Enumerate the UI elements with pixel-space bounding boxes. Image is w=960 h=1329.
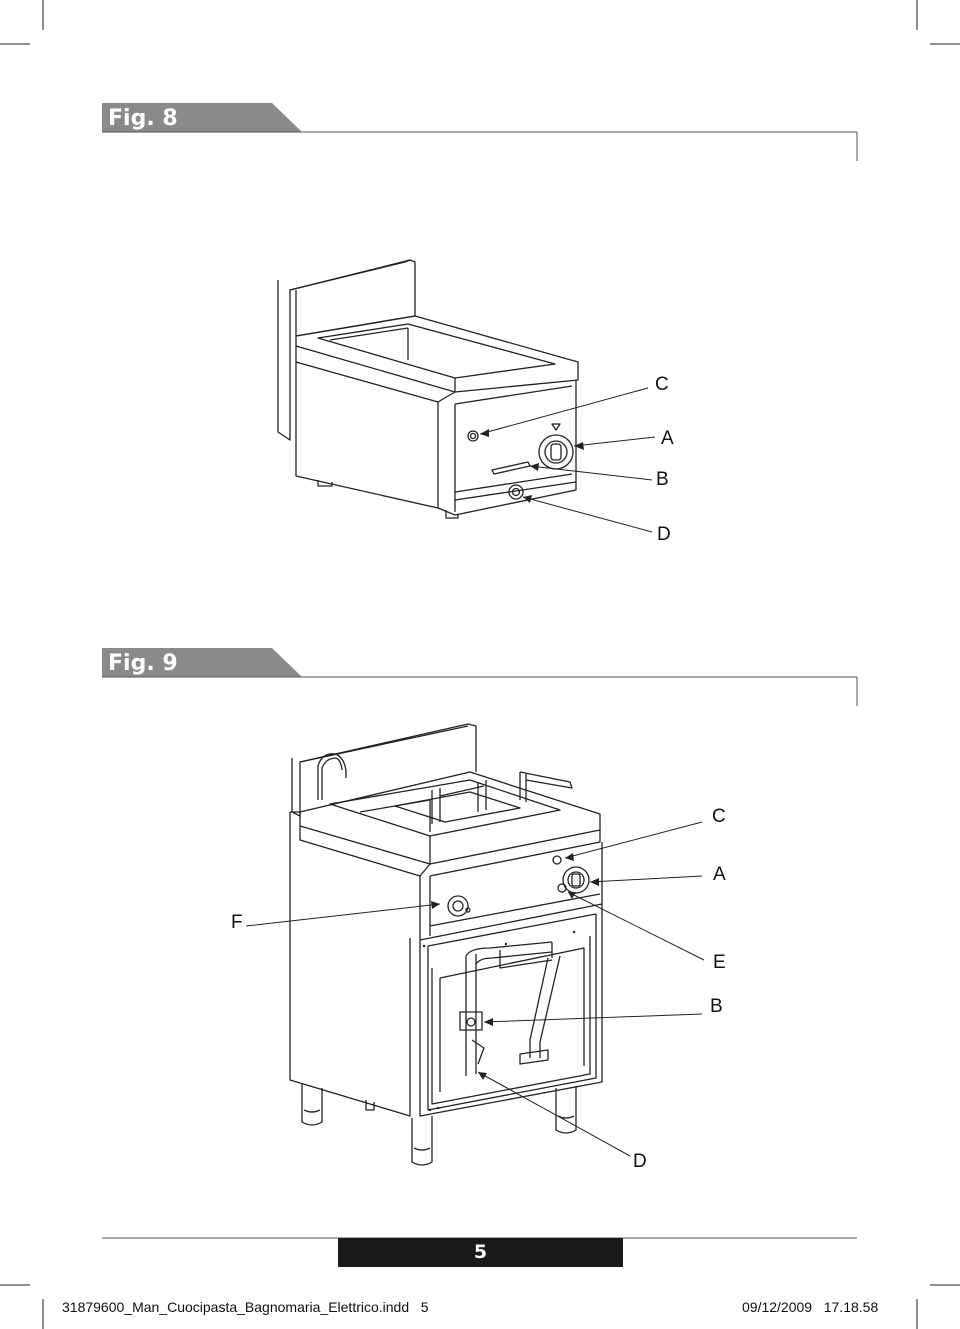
fig-9-callout-e: E bbox=[713, 952, 726, 973]
fig-9-tab: Fig. 9 bbox=[102, 648, 862, 706]
fig-9-drawing bbox=[245, 723, 705, 1166]
fig-8-callout-a: A bbox=[661, 428, 674, 449]
fig-8-drawing bbox=[277, 259, 656, 533]
fig-8-callout-c: C bbox=[655, 374, 669, 395]
fig-8-callout-b: B bbox=[656, 469, 669, 490]
fig-9-callout-c: C bbox=[712, 806, 726, 827]
fig-9-callout-a: A bbox=[713, 864, 726, 885]
fig-9-title: Fig. 9 bbox=[108, 651, 178, 676]
fig-8-title: Fig. 8 bbox=[108, 106, 178, 131]
page-number: 5 bbox=[338, 1238, 623, 1267]
footer-datetime: 09/12/2009 17.18.58 bbox=[742, 1299, 879, 1315]
fig-8-callout-d: D bbox=[657, 524, 671, 545]
fig-9-callout-f: F bbox=[231, 912, 243, 933]
fig-9-callout-b: B bbox=[710, 996, 723, 1017]
fig-9-callout-d: D bbox=[633, 1151, 647, 1172]
fig-8-tab: Fig. 8 bbox=[102, 103, 862, 161]
footer-filename: 31879600_Man_Cuocipasta_Bagnomaria_Elett… bbox=[62, 1299, 429, 1315]
